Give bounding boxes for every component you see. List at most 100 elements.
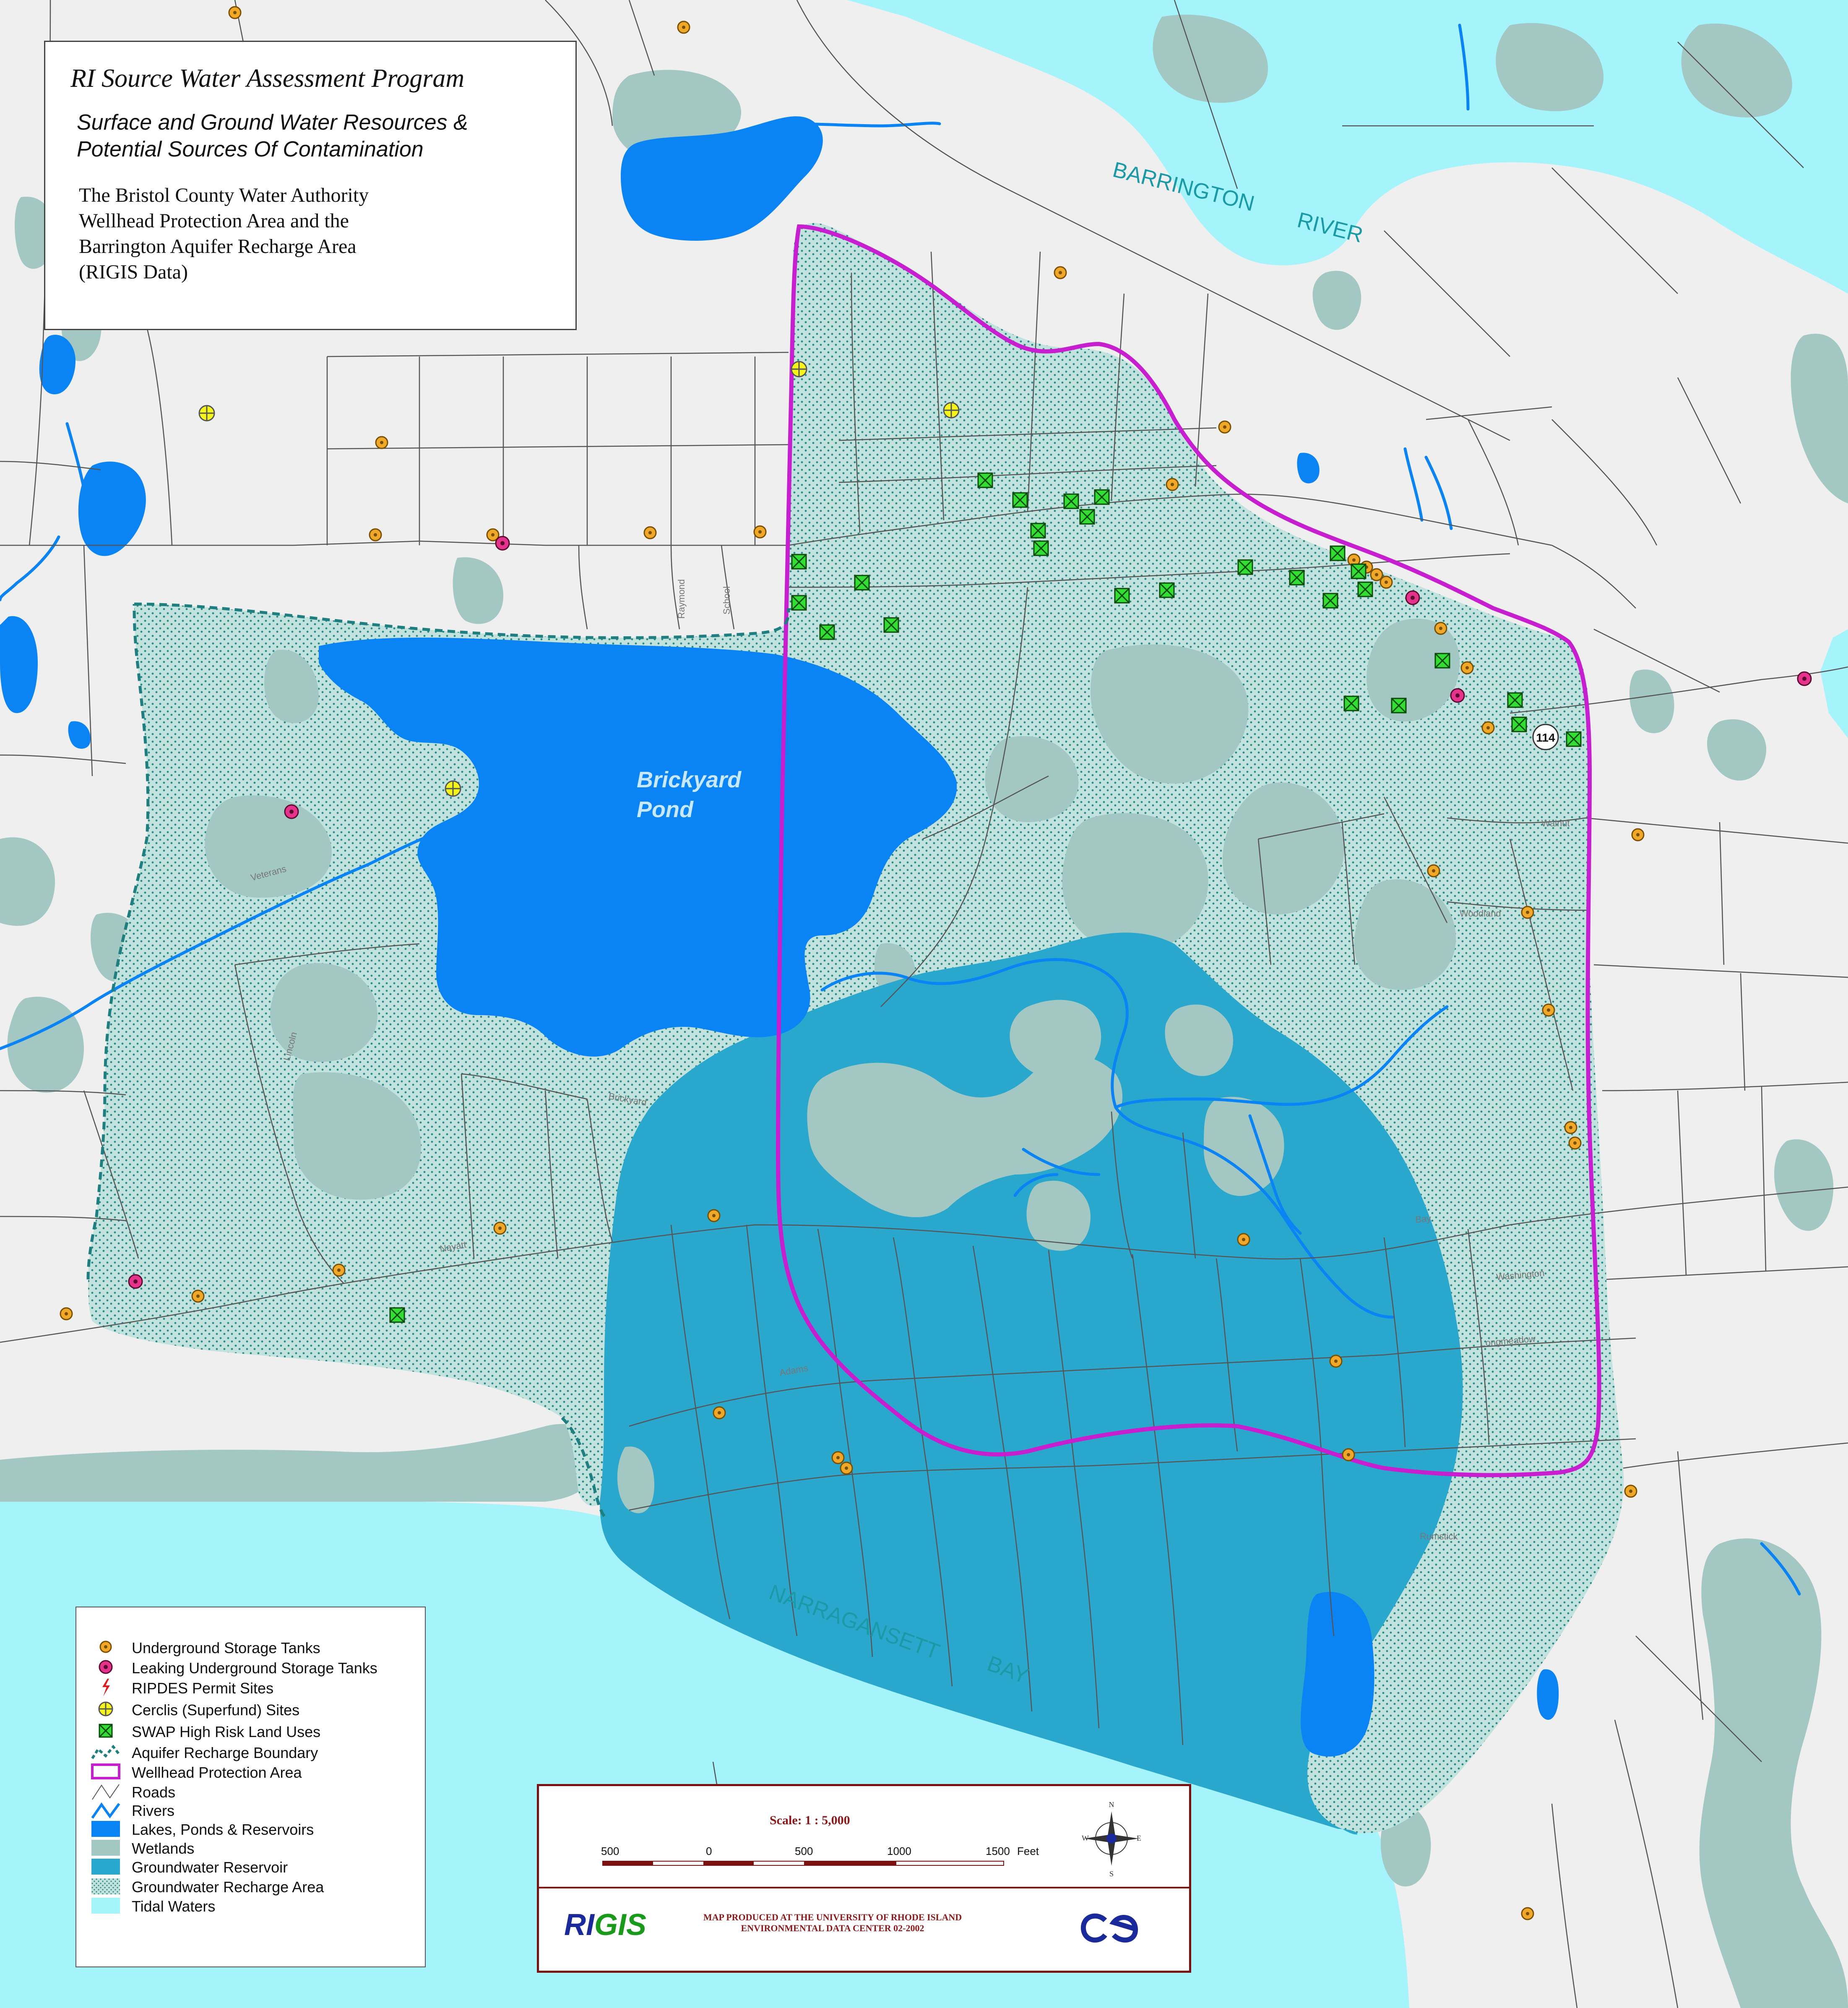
aquifer-boundary-icon (91, 1745, 120, 1759)
legend-label: Aquifer Recharge Boundary (132, 1744, 318, 1761)
credit-line-2: ENVIRONMENTAL DATA CENTER 02-2002 (741, 1923, 924, 1933)
legend-label: Wetlands (132, 1840, 195, 1857)
ust-marker (60, 1307, 73, 1320)
scale-box: Scale: 1 : 5,000 500 0 500 1000 1500 Fee… (537, 1784, 1191, 1973)
cerclis-marker (943, 402, 960, 419)
west-tiny-pond (68, 721, 91, 749)
swap-marker (854, 575, 870, 591)
swap-marker (1434, 653, 1450, 669)
lakes (0, 116, 1559, 1757)
legend-item-gw-recharge: Groundwater Recharge Area (76, 1876, 424, 1897)
scale-tick-label: 1000 (887, 1845, 911, 1857)
ust-icon (99, 1641, 112, 1653)
scale-title: Scale: 1 : 5,000 (770, 1813, 850, 1827)
road-label-rumstick: Rumstick (1420, 1531, 1458, 1542)
swap-marker (1330, 545, 1346, 561)
compass-w: W (1082, 1834, 1089, 1842)
ust-marker (1342, 1448, 1355, 1461)
western-edge-pond (0, 616, 38, 713)
tidal-east-edge (1820, 629, 1848, 738)
map-subtitle: Surface and Ground Water Resources & Pot… (77, 109, 468, 163)
wellhead-icon (91, 1763, 120, 1779)
ust-marker (1460, 661, 1474, 675)
title-box: RI Source Water Assessment Program Surfa… (44, 41, 577, 330)
scale-bar (602, 1861, 1004, 1866)
west-pond (78, 461, 146, 556)
swap-marker (1159, 582, 1175, 598)
cerclis-marker (198, 405, 215, 422)
route-114-label: 114 (1536, 731, 1555, 744)
lust-marker (128, 1274, 143, 1289)
swap-marker (1507, 692, 1523, 708)
ust-marker (1564, 1121, 1577, 1134)
swap-marker (1237, 559, 1253, 575)
rivers-icon (91, 1802, 120, 1819)
ust-marker (1347, 553, 1361, 567)
legend-item-ust: Underground Storage Tanks (76, 1637, 424, 1658)
legend-label: Leaking Underground Storage Tanks (132, 1659, 377, 1677)
underground-storage-tanks (60, 6, 1645, 1920)
tidal-icon (91, 1898, 120, 1914)
groundwater-recharge-area (88, 223, 1624, 1834)
legend-item-lust: Leaking Underground Storage Tanks (76, 1657, 424, 1678)
swap-marker (1094, 489, 1110, 505)
pond-labels: Brickyard Pond (637, 767, 742, 822)
map-title: RI Source Water Assessment Program (70, 64, 465, 93)
swap-marker (1289, 570, 1305, 586)
swap-marker (1033, 540, 1049, 556)
ust-marker (1542, 1003, 1555, 1017)
gw-recharge-icon (91, 1878, 120, 1894)
swap-marker (1351, 563, 1366, 579)
legend-item-wetlands: Wetlands (76, 1837, 424, 1858)
brickyard-pond-label-1: Brickyard (637, 767, 742, 792)
legend-item-swap: SWAP High Risk Land Uses (76, 1721, 424, 1742)
swap-marker (883, 617, 899, 633)
ust-marker (375, 436, 388, 449)
scale-tick-label: 1500 (986, 1845, 1010, 1857)
cerclis-marker (445, 780, 461, 797)
ust-marker (493, 1221, 507, 1235)
swap-marker (1030, 523, 1046, 539)
compass-n: N (1109, 1800, 1114, 1809)
legend-item-wellhead: Wellhead Protection Area (76, 1761, 424, 1782)
aquifer-recharge-boundary (86, 602, 790, 1520)
swap-marker (1063, 493, 1079, 509)
ust-marker (713, 1406, 726, 1419)
edc-logo-icon (1081, 1913, 1138, 1943)
south-pond (1301, 1591, 1374, 1757)
gw-reservoir-icon (91, 1859, 120, 1875)
ust-marker (1521, 1907, 1534, 1920)
subtitle-line-1: Surface and Ground Water Resources & (77, 110, 468, 135)
compass-s: S (1109, 1870, 1114, 1878)
west-pond-small (39, 335, 75, 394)
ust-marker (1624, 1485, 1637, 1498)
ust-marker (1237, 1233, 1250, 1246)
recharge-wetlands (205, 618, 1460, 1200)
legend-label: RIPDES Permit Sites (132, 1680, 274, 1697)
map-credit: MAP PRODUCED AT THE UNIVERSITY OF RHODE … (682, 1912, 984, 1934)
ust-marker (1434, 622, 1447, 635)
legend-label: Cerclis (Superfund) Sites (132, 1701, 300, 1719)
scale-tick-label: 0 (706, 1845, 712, 1857)
scale-tick-label: 500 (601, 1845, 619, 1857)
north-tiny-pond (1297, 453, 1320, 484)
swap-marker (819, 624, 835, 640)
lust-marker (495, 536, 510, 551)
credit-line-1: MAP PRODUCED AT THE UNIVERSITY OF RHODE … (703, 1912, 962, 1922)
leaking-underground-storage-tanks (128, 536, 1812, 1289)
desc-line-3: Barrington Aquifer Recharge Area (79, 235, 357, 258)
legend-item-cerclis: Cerclis (Superfund) Sites (76, 1699, 424, 1720)
ust-marker (831, 1451, 845, 1464)
scale-divider (539, 1887, 1189, 1888)
legend-label: Groundwater Recharge Area (132, 1878, 324, 1896)
legend-item-tidal: Tidal Waters (76, 1895, 424, 1916)
road-label-walnut: Walnut (1541, 818, 1570, 828)
ust-marker (753, 525, 767, 539)
ust-marker (840, 1461, 853, 1475)
ust-marker (191, 1289, 205, 1303)
ust-marker (228, 6, 242, 19)
road-label-school: School (721, 586, 732, 615)
rivers (0, 23, 1801, 1596)
legend-item-lakes: Lakes, Ponds & Reservoirs (76, 1818, 424, 1839)
legend-label: Tidal Waters (132, 1898, 216, 1915)
